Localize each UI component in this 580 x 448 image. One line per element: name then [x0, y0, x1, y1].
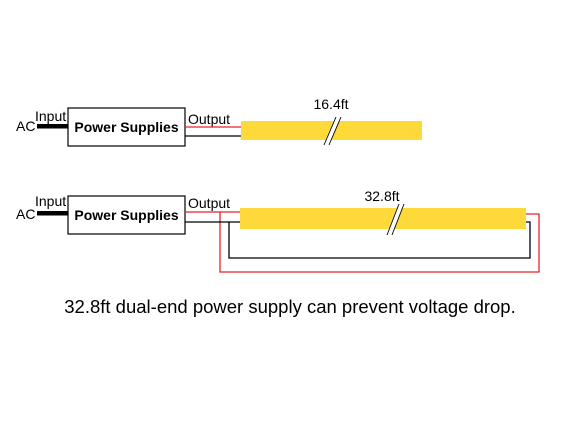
power-supply-box: [67, 107, 186, 147]
negative-return-wire: [228, 221, 531, 259]
strip-length-label: 32.8ft: [364, 188, 399, 204]
dual-end-diagram: AC Input Power Supplies Output 32.8ft: [16, 188, 540, 273]
power-supply-label: Power Supplies: [74, 207, 178, 223]
strip-break-gap: [323, 116, 341, 146]
caption: 32.8ft dual-end power supply can prevent…: [64, 296, 516, 317]
strip-length-label: 16.4ft: [313, 96, 348, 112]
output-label: Output: [188, 195, 230, 211]
ac-input-cable: [37, 124, 68, 129]
output-label: Output: [188, 111, 230, 127]
input-label: Input: [35, 108, 66, 124]
strip-break-mark: [328, 116, 342, 146]
ac-input-cable: [37, 211, 68, 216]
ac-label: AC: [16, 206, 35, 222]
strip-break-gap: [386, 203, 404, 236]
power-supply-label: Power Supplies: [74, 119, 178, 135]
ac-label: AC: [16, 118, 35, 134]
positive-return-wire: [219, 212, 540, 273]
strip-break-mark: [391, 203, 405, 236]
led-strip: [240, 208, 526, 229]
strip-break-mark: [386, 203, 400, 236]
single-end-diagram: AC Input Power Supplies Output 16.4ft: [16, 96, 422, 147]
strip-break-mark: [323, 116, 337, 146]
input-label: Input: [35, 193, 66, 209]
power-supply-box: [67, 195, 186, 235]
